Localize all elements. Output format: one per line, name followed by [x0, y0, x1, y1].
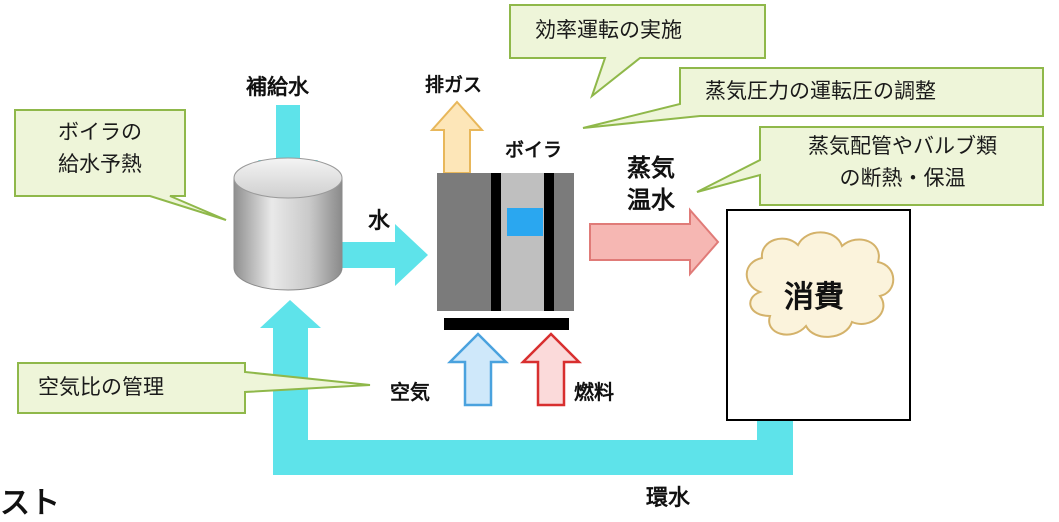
water-arrow [342, 224, 428, 286]
boiler-label: ボイラ [505, 139, 563, 161]
consumption-cloud [745, 231, 895, 338]
air-arrow [446, 332, 510, 407]
callout-air-ratio [17, 362, 371, 414]
fuel-label: 燃料 [574, 380, 614, 404]
callout-feedwater-preheat [14, 109, 227, 221]
callout-efficient-operation-text: 効率運転の実施 [535, 18, 682, 42]
return-water-arrowhead [260, 300, 321, 328]
hot-water-label: 温水 [627, 186, 675, 214]
callout-feedwater-preheat-line2: 給水予熱 [58, 152, 142, 176]
callout-air-ratio-text: 空気比の管理 [38, 375, 164, 399]
callout-insulation-line2: の断熱・保温 [839, 166, 966, 190]
return-water-label: 環水 [646, 486, 691, 511]
return-water-pipe [273, 325, 793, 475]
water-label: 水 [368, 209, 391, 234]
exhaust-gas-arrow [429, 100, 485, 174]
callout-feedwater-preheat-line1: ボイラの [58, 120, 142, 144]
callout-steam-pressure-text: 蒸気圧力の運転圧の調整 [705, 79, 936, 103]
callout-steam-pressure [582, 67, 1044, 129]
makeup-water-label: 補給水 [246, 75, 309, 99]
feedwater-tank [233, 157, 343, 291]
boiler-unit [437, 173, 574, 330]
callout-insulation-line1: 蒸気配管やバルブ類 [808, 134, 997, 158]
exhaust-gas-label: 排ガス [425, 74, 483, 96]
fuel-arrow [519, 332, 583, 407]
air-label: 空気 [390, 380, 430, 404]
consumption-label: 消費 [784, 280, 844, 315]
steam-label: 蒸気 [627, 154, 675, 182]
partial-title-text: スト [0, 486, 60, 521]
callout-insulation [696, 126, 1044, 206]
steam-arrow [589, 207, 720, 277]
callout-efficient-operation [509, 4, 766, 99]
